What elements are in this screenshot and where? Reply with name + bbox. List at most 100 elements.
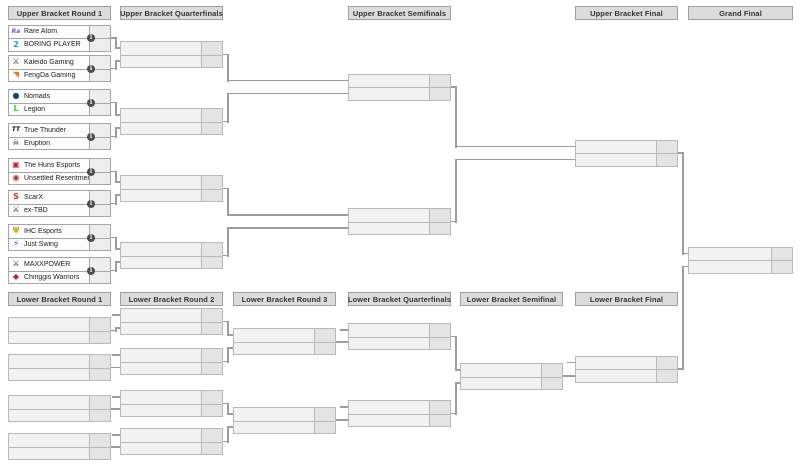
round-header-grand-final: Grand Final [688, 6, 793, 20]
empty-team-slot [121, 309, 222, 322]
score-cell [429, 222, 450, 234]
true-thunder-logo: TT [11, 126, 21, 134]
lb-r2-match-3 [120, 390, 223, 417]
score-cell [201, 442, 222, 454]
score-cell [314, 408, 335, 421]
team-name: The Huns Esports [24, 161, 81, 169]
bracket-connector [223, 402, 229, 404]
bracket-connector [115, 114, 120, 116]
score-cell [656, 356, 677, 369]
score-cell [656, 140, 677, 153]
bracket-connector [455, 158, 575, 160]
bracket-connector [112, 396, 120, 398]
score-cell [89, 238, 110, 250]
empty-team-slot [349, 413, 450, 426]
empty-team-slot [121, 121, 222, 134]
score-cell [201, 176, 222, 189]
team-slot[interactable]: ⚡Just Swing [9, 237, 110, 250]
score-cell [201, 429, 222, 442]
unsettled-resentment-logo: ◉ [12, 173, 20, 183]
empty-team-slot [9, 408, 110, 421]
match-info-icon[interactable]: i [87, 199, 95, 208]
empty-team-slot [576, 369, 677, 382]
bracket-connector [451, 335, 457, 337]
score-cell [89, 331, 110, 343]
match-info-icon[interactable]: i [87, 34, 95, 42]
team-slot[interactable]: ☠Eruption [9, 136, 110, 149]
empty-team-slot [9, 367, 110, 380]
team-name: BORING PLAYER [24, 41, 81, 49]
empty-team-slot [689, 247, 792, 260]
team-slot[interactable]: ◆Chinggis Warriors [9, 270, 110, 283]
empty-team-slot [349, 221, 450, 234]
lb-sf-match-1 [460, 363, 563, 390]
match-info-icon[interactable]: i [87, 233, 95, 242]
bracket-connector [227, 79, 348, 81]
score-cell [656, 370, 677, 382]
team-slot[interactable]: ◥FengDa Gaming [9, 68, 110, 81]
match-info-icon[interactable]: i [87, 167, 95, 176]
empty-team-slot [121, 109, 222, 122]
empty-team-slot [461, 364, 562, 377]
match-info-icon[interactable]: i [87, 266, 95, 275]
ub-qf-match-4 [120, 242, 223, 269]
bracket-connector [227, 227, 348, 229]
grand-final-match-1 [688, 246, 793, 274]
lb-r2-match-4 [120, 428, 223, 455]
bracket-connector [455, 86, 457, 148]
team-name: Rare Atom [24, 28, 58, 36]
bracket-connector [336, 419, 348, 421]
bracket-connector [115, 127, 120, 129]
chinggis-warriors-logo: ◆ [12, 272, 20, 282]
match-info-icon[interactable]: i [87, 98, 95, 107]
round-header-ub-sf: Upper Bracket Semifinals [348, 6, 451, 20]
bracket-connector [227, 227, 229, 257]
bracket-connector [112, 354, 120, 356]
score-cell [771, 247, 792, 260]
ub-qf-match-2 [120, 108, 223, 135]
bracket-connector [111, 170, 117, 172]
round-header-lb-r3: Lower Bracket Round 3 [233, 292, 336, 306]
team-name: ex-TBD [24, 206, 48, 214]
empty-team-slot [234, 329, 335, 342]
empty-team-slot [349, 74, 450, 87]
score-cell [314, 421, 335, 433]
round-header-ub-r1: Upper Bracket Round 1 [8, 6, 111, 20]
bracket-connector [678, 368, 684, 370]
empty-team-slot [461, 376, 562, 389]
fengda-gaming-logo: ◥ [12, 70, 20, 80]
bracket-connector [682, 265, 684, 370]
bracket-connector [223, 440, 229, 442]
ub-qf-match-3 [120, 175, 223, 202]
score-cell [429, 414, 450, 426]
score-cell [89, 172, 110, 184]
score-cell [89, 447, 110, 459]
bracket-connector [567, 361, 575, 363]
empty-team-slot [349, 336, 450, 349]
team-slot[interactable]: ◉Unsettled Resentment [9, 171, 110, 184]
score-cell [201, 122, 222, 134]
score-cell [541, 377, 562, 389]
ub-sf-match-1 [348, 73, 451, 101]
ub-qf-match-1 [120, 41, 223, 68]
bracket-connector [678, 152, 684, 154]
match-info-icon[interactable]: i [87, 64, 95, 73]
bracket-connector [455, 335, 457, 371]
bracket-connector [227, 187, 229, 216]
bracket-connector [112, 434, 120, 436]
legion-logo: L [13, 104, 19, 114]
bracket-connector [115, 327, 117, 332]
team-slot[interactable]: ⚔ex-TBD [9, 203, 110, 216]
the-huns-esports-logo: ▣ [12, 160, 20, 170]
match-info-icon[interactable]: i [87, 132, 95, 141]
empty-team-slot [121, 403, 222, 416]
empty-team-slot [9, 396, 110, 409]
score-cell [201, 349, 222, 362]
team-name: IHC Esports [24, 227, 62, 235]
bracket-connector [227, 426, 233, 428]
score-cell [201, 109, 222, 122]
